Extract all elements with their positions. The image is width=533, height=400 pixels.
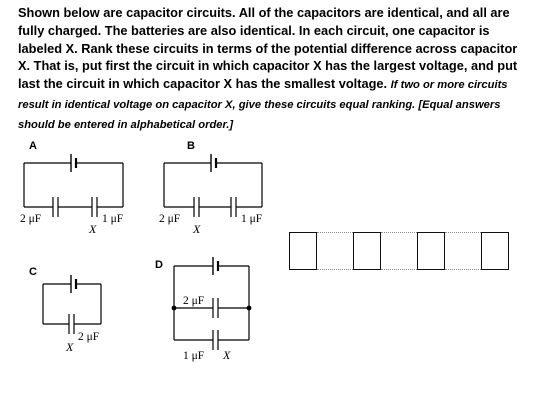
- circuit-d-capacitor-2uf-icon: [212, 298, 219, 318]
- circuit-a-x-label: X: [88, 222, 97, 236]
- question-text: Shown below are capacitor circuits. All …: [18, 4, 530, 135]
- circuit-b-capacitor-2uf-icon: [193, 197, 200, 217]
- circuit-b-battery-icon: [164, 154, 262, 172]
- circuit-d-battery-icon: [174, 257, 249, 275]
- rank-separator: [317, 232, 353, 270]
- circuit-c-capacitor-x-icon: [68, 314, 75, 334]
- circuit-a-cap-right-value: 1 μF: [102, 213, 123, 225]
- circuit-d-label: D: [155, 259, 163, 271]
- circuit-b-x-label: X: [192, 222, 201, 236]
- circuit-b: B 2 μF 1 μF X: [159, 140, 263, 236]
- rank-slot-4[interactable]: [481, 232, 509, 270]
- circuit-d-x-label: X: [222, 348, 231, 362]
- question-note: If two or more circuits result in identi…: [18, 79, 508, 131]
- circuit-b-cap-left-value: 2 μF: [159, 213, 180, 225]
- circuit-c-x-label: X: [65, 340, 74, 354]
- circuit-c-label: C: [29, 266, 37, 278]
- circuit-c: C 2 μF X: [29, 266, 102, 354]
- circuit-a-capacitor-x-icon: [91, 197, 98, 217]
- circuit-a-label: A: [29, 140, 37, 152]
- rank-slot-2[interactable]: [353, 232, 381, 270]
- rank-slot-3[interactable]: [417, 232, 445, 270]
- circuit-d-capacitor-x-icon: [212, 330, 219, 350]
- circuit-a: A 2 μF 1 μF X: [20, 140, 124, 236]
- circuit-a-battery-icon: [24, 154, 123, 172]
- question-main: Shown below are capacitor circuits. All …: [18, 5, 518, 92]
- circuit-a-cap-left-value: 2 μF: [20, 213, 41, 225]
- circuit-c-cap-value: 2 μF: [78, 331, 99, 343]
- circuit-a-capacitor-2uf-icon: [52, 197, 59, 217]
- circuit-d: D 2 μF 1 μF X: [155, 257, 252, 362]
- circuit-b-label: B: [187, 140, 195, 152]
- circuit-c-battery-icon: [43, 275, 101, 293]
- rank-separator: [381, 232, 417, 270]
- circuit-b-capacitor-x-icon: [230, 197, 237, 217]
- circuit-b-cap-right-value: 1 μF: [241, 213, 262, 225]
- circuit-d-cap-top-value: 2 μF: [183, 295, 204, 307]
- circuit-d-cap-bottom-value: 1 μF: [183, 350, 204, 362]
- rank-separator: [445, 232, 481, 270]
- rank-slot-1[interactable]: [289, 232, 317, 270]
